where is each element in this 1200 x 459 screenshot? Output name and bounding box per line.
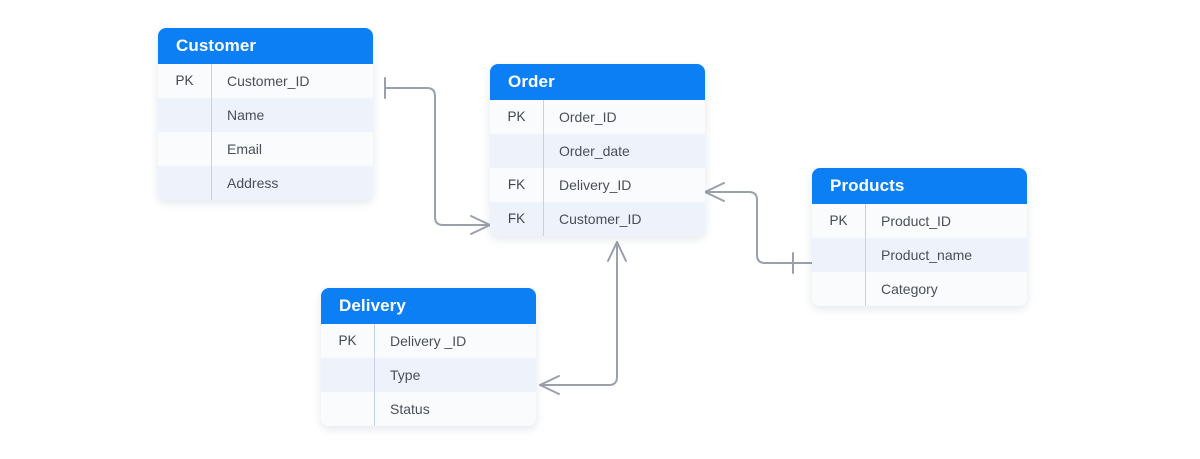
entity-products-title: Products bbox=[812, 168, 1027, 204]
attribute-key: FK bbox=[507, 211, 526, 226]
connector-path-customer-to-order bbox=[384, 87, 478, 226]
attribute-row[interactable]: Address bbox=[158, 166, 373, 200]
entity-delivery-attributes: PK Delivery _ID Type Status bbox=[321, 324, 536, 426]
relationship-order-to-products bbox=[704, 182, 813, 274]
attribute-name: Delivery_ID bbox=[559, 177, 632, 193]
attribute-row[interactable]: Order_date bbox=[490, 134, 705, 168]
attribute-name: Customer_ID bbox=[559, 211, 642, 227]
attribute-key: PK bbox=[829, 213, 848, 228]
attribute-row[interactable]: Type bbox=[321, 358, 536, 392]
connector-path-order-to-products bbox=[723, 191, 813, 264]
attribute-row[interactable]: Category bbox=[812, 272, 1027, 306]
attribute-row[interactable]: PK Delivery _ID bbox=[321, 324, 536, 358]
entity-products-attributes: PK Product_ID Product_name Category bbox=[812, 204, 1027, 306]
attribute-name: Delivery _ID bbox=[390, 333, 467, 349]
entity-order[interactable]: Order PK Order_ID Order_date FK Delivery_I… bbox=[490, 64, 705, 236]
attribute-key: PK bbox=[175, 73, 194, 88]
entity-customer-title: Customer bbox=[158, 28, 373, 64]
attribute-name: Address bbox=[227, 175, 279, 191]
entity-delivery[interactable]: Delivery PK Delivery _ID Type Status bbox=[321, 288, 536, 426]
crowsfoot-many-order-bottom bbox=[607, 241, 627, 262]
attribute-name: Name bbox=[227, 107, 265, 123]
relationship-customer-to-order bbox=[384, 77, 491, 235]
attribute-key: FK bbox=[507, 177, 526, 192]
attribute-name: Order_date bbox=[559, 143, 630, 159]
entity-customer-attributes: PK Customer_ID Name Email Address bbox=[158, 64, 373, 200]
attribute-row[interactable]: PK Order_ID bbox=[490, 100, 705, 134]
entity-customer[interactable]: Customer PK Customer_ID Name Email Addres… bbox=[158, 28, 373, 200]
attribute-row[interactable]: FK Customer_ID bbox=[490, 202, 705, 236]
attribute-name: Order_ID bbox=[559, 109, 617, 125]
attribute-name: Category bbox=[881, 281, 938, 297]
crowsfoot-many-order-delivery-id bbox=[704, 182, 725, 202]
crowsfoot-many-order-customer-id bbox=[470, 215, 491, 235]
attribute-row[interactable]: Email bbox=[158, 132, 373, 166]
attribute-key: PK bbox=[338, 333, 357, 348]
attribute-row[interactable]: Product_name bbox=[812, 238, 1027, 272]
attribute-name: Product_ID bbox=[881, 213, 952, 229]
attribute-name: Type bbox=[390, 367, 421, 383]
entity-order-title: Order bbox=[490, 64, 705, 100]
attribute-name: Status bbox=[390, 401, 430, 417]
relationship-delivery-to-order bbox=[539, 241, 627, 395]
attribute-row[interactable]: FK Delivery_ID bbox=[490, 168, 705, 202]
attribute-name: Customer_ID bbox=[227, 73, 310, 89]
attribute-name: Product_name bbox=[881, 247, 973, 263]
attribute-row[interactable]: PK Product_ID bbox=[812, 204, 1027, 238]
connector-path-delivery-to-order bbox=[558, 260, 618, 386]
entity-delivery-title: Delivery bbox=[321, 288, 536, 324]
attribute-row[interactable]: Name bbox=[158, 98, 373, 132]
attribute-row[interactable]: Status bbox=[321, 392, 536, 426]
attribute-row[interactable]: PK Customer_ID bbox=[158, 64, 373, 98]
entity-order-attributes: PK Order_ID Order_date FK Delivery_ID FK Cu… bbox=[490, 100, 705, 236]
crowsfoot-many-delivery-type bbox=[539, 375, 560, 395]
attribute-name: Email bbox=[227, 141, 263, 157]
attribute-key: PK bbox=[507, 109, 526, 124]
entity-products[interactable]: Products PK Product_ID Product_name Categ… bbox=[812, 168, 1027, 306]
